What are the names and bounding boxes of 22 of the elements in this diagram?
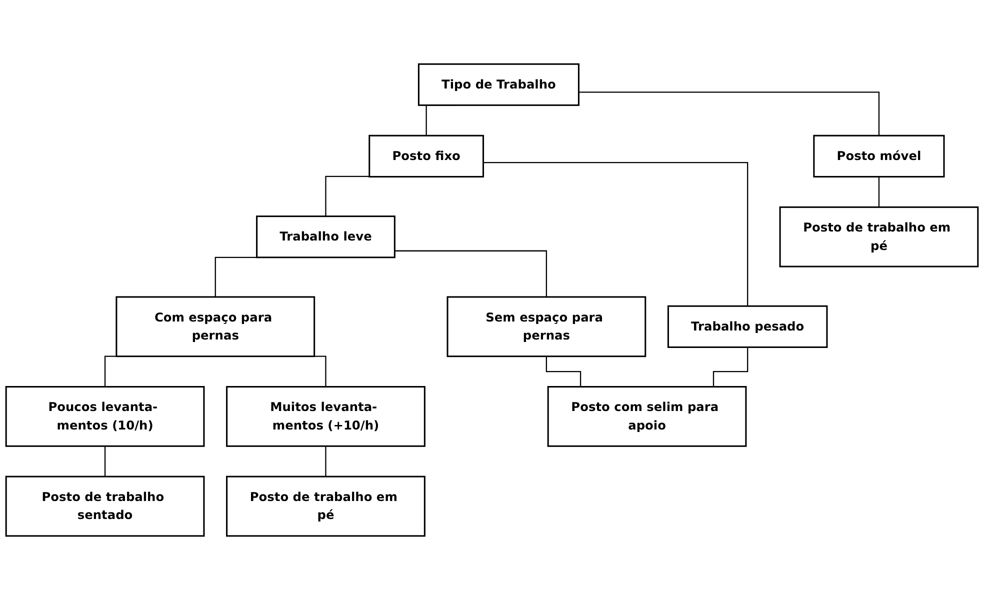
node-box: Posto de trabalho em pé (226, 476, 426, 538)
connector (712, 347, 748, 388)
node-box: Tipo de Trabalho (418, 64, 580, 106)
node-box: Poucos levanta- mentos (10/h) (5, 386, 205, 448)
node-box: Muitos levanta- mentos (+10/h) (226, 386, 426, 448)
node-box: Com espaço para pernas (116, 296, 316, 358)
node-box: Posto de trabalho em pé (779, 206, 979, 268)
connector (578, 92, 880, 136)
connector (546, 356, 582, 388)
node-box: Posto móvel (813, 135, 945, 178)
node-box: Trabalho leve (256, 216, 396, 259)
node-box: Trabalho pesado (667, 306, 828, 348)
connector (325, 446, 326, 478)
connector (483, 162, 748, 307)
node-box: Posto de trabalho sentado (5, 476, 205, 538)
node-box: Posto fixo (368, 135, 484, 178)
node-box: Sem espaço para pernas (446, 296, 646, 358)
connector (878, 176, 880, 208)
connector (394, 250, 548, 298)
node-box: Posto com selim para apoio (547, 386, 747, 448)
connector (325, 176, 370, 217)
connector (104, 446, 106, 478)
